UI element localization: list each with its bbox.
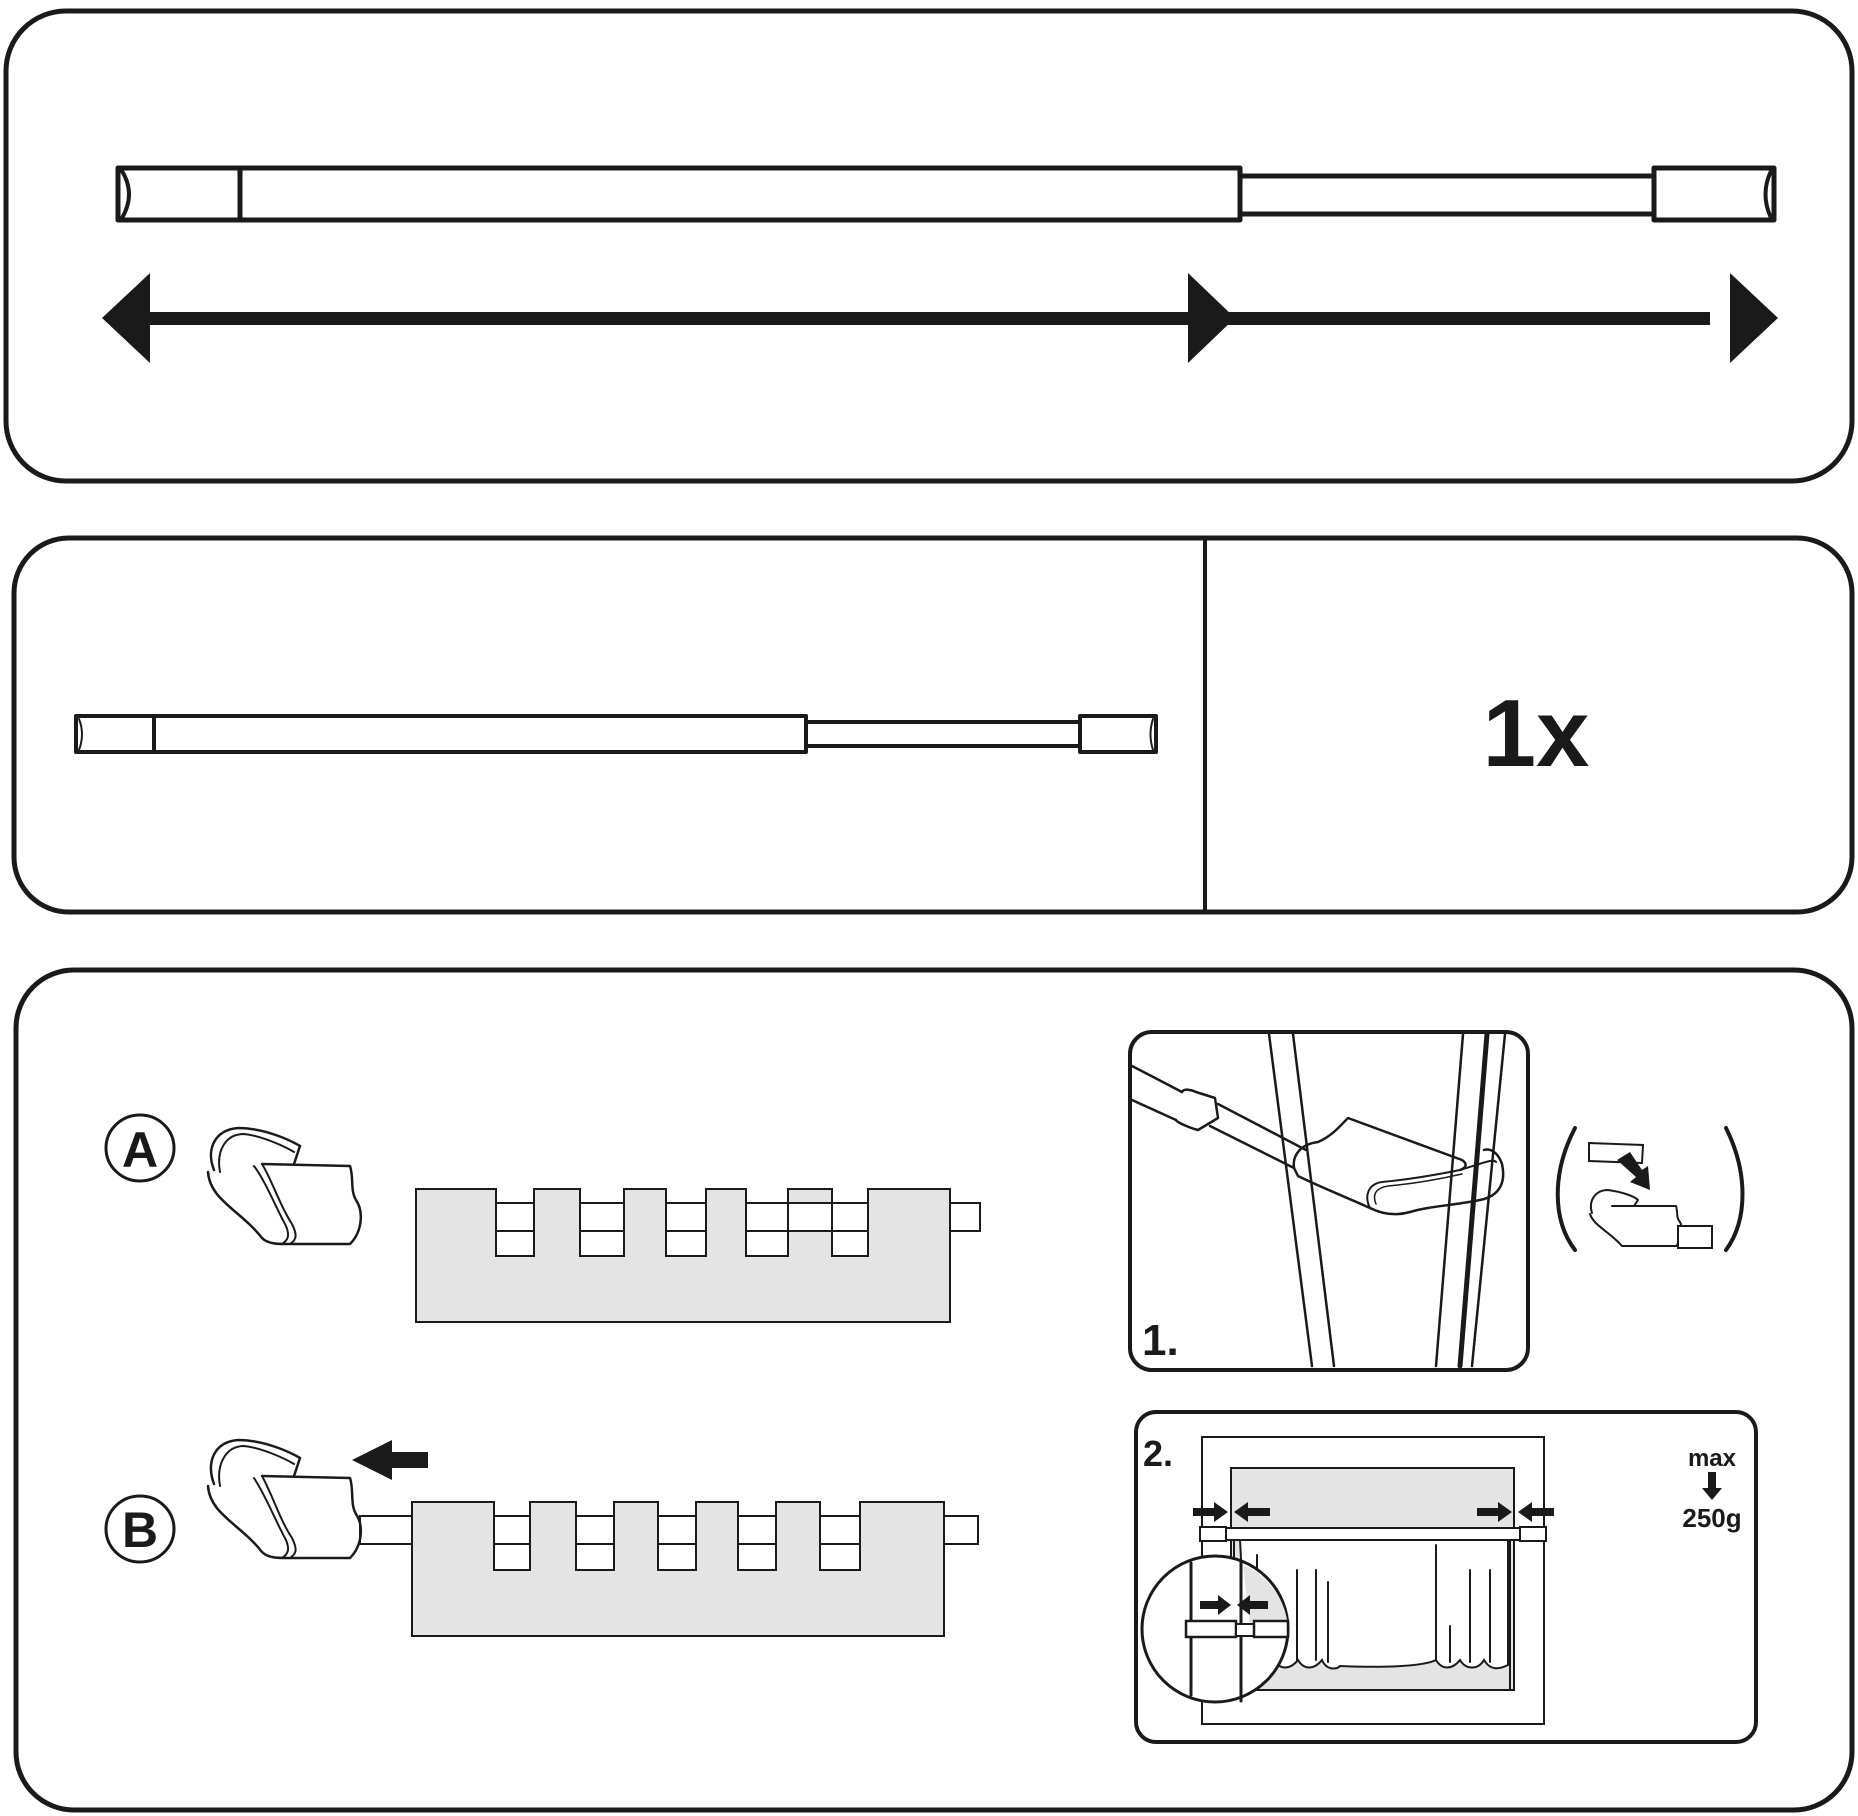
rod-clip-on-frame-icon	[1130, 1031, 1507, 1369]
magnifier-detail-icon	[1140, 1554, 1290, 1704]
step-2-label: 2.	[1143, 1433, 1173, 1474]
clamp-arrows-icon	[1193, 1502, 1554, 1522]
step-1-label: 1.	[1142, 1316, 1179, 1365]
step-2: 2.	[1134, 1410, 1758, 1744]
extend-arrows-icon	[102, 273, 1778, 363]
badge-a-circle	[104, 1113, 176, 1183]
badge-b-circle	[104, 1494, 176, 1564]
attach-pad-detail-icon	[1555, 1126, 1745, 1252]
max-label: max	[1688, 1445, 1737, 1472]
weight-label: 250g	[1682, 1503, 1741, 1533]
down-arrow-icon	[1702, 1472, 1722, 1500]
arrow-head-right	[1730, 273, 1778, 363]
telescopic-rod-icon	[74, 714, 1158, 754]
telescopic-rod-icon	[115, 165, 1777, 223]
end-cap-clip-icon	[206, 1126, 363, 1246]
arrow-head-mid	[1188, 273, 1235, 363]
arrow-head-left	[102, 273, 150, 363]
panel-instructions: A	[13, 967, 1855, 1813]
badge-a: A	[122, 1122, 158, 1178]
badge-b: B	[122, 1502, 158, 1558]
step-1: 1.	[1128, 1030, 1530, 1372]
curtain-on-rod-icon	[359, 1501, 979, 1637]
push-left-arrow-icon	[352, 1440, 428, 1480]
method-b: B	[104, 1438, 979, 1637]
panel-contents: 1x	[11, 535, 1855, 915]
method-a: A	[104, 1113, 981, 1323]
panel-overview	[3, 8, 1855, 484]
tab-top-curtain-icon	[415, 1188, 981, 1323]
quantity-label: 1x	[1483, 680, 1590, 787]
end-cap-clip-icon	[206, 1438, 363, 1560]
